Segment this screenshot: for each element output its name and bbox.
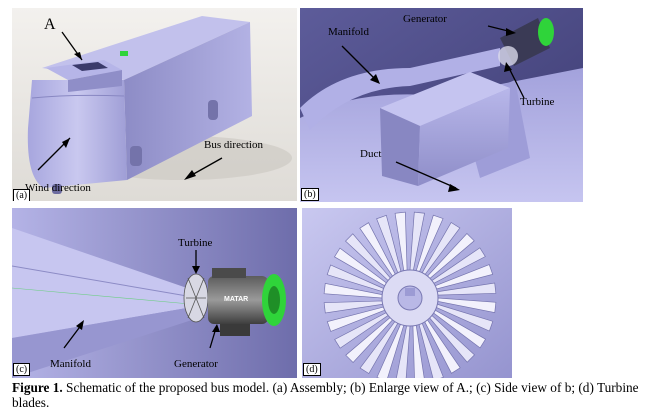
panel-a-assembly: A Bus direction Wind direction (a) <box>12 8 297 201</box>
label-generator: Generator <box>174 358 218 370</box>
label-turbine: Turbine <box>178 237 213 249</box>
turbine-blade-group <box>323 211 497 378</box>
label-manifold: Manifold <box>50 358 91 370</box>
label-bus-direction: Bus direction <box>204 139 263 151</box>
label-a: A <box>44 16 56 33</box>
panel-c-side-view: Turbine MATAR Manifold Generator (c) <box>12 208 297 378</box>
panel-a-tag: (a) <box>13 189 31 201</box>
panel-b-enlarged-view: Generator Manifold Turbine Duct (b) <box>300 8 583 202</box>
label-brand: MATAR <box>224 296 249 303</box>
label-generator: Generator <box>403 13 447 25</box>
panel-d-turbine-blades: (d) <box>302 208 512 378</box>
label-manifold: Manifold <box>328 26 369 38</box>
panel-c-tag: (c) <box>13 363 31 376</box>
label-duct: Duct <box>360 148 382 160</box>
panel-b-tag: (b) <box>301 188 319 201</box>
label-turbine: Turbine <box>520 96 555 108</box>
caption-text: Schematic of the proposed bus model. (a)… <box>12 380 639 410</box>
panel-d-tag: (d) <box>303 363 321 376</box>
figure-label: Figure 1. <box>12 380 63 395</box>
figure-caption: Figure 1. Schematic of the proposed bus … <box>12 380 642 410</box>
label-wind-direction: Wind direction <box>25 182 91 194</box>
